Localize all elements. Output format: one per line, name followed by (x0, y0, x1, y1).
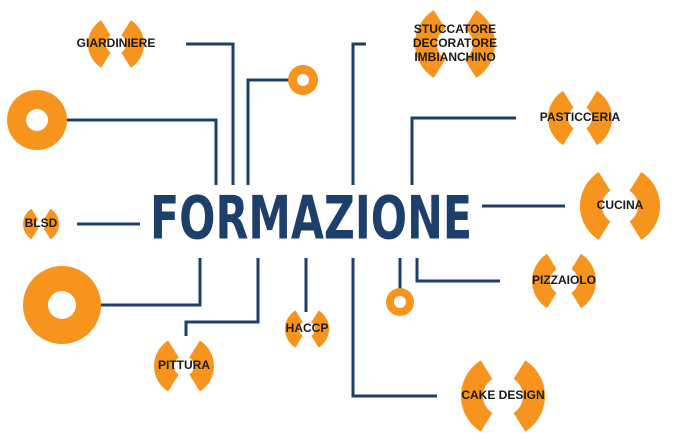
connector-giardiniere (186, 42, 235, 185)
bracket-right (311, 310, 329, 348)
connector-pasticceria (410, 116, 516, 185)
node-giardiniere: GIARDINIERE (77, 20, 156, 68)
node-label: IMBIANCHINO (414, 50, 495, 64)
node-label: HACCP (286, 321, 329, 335)
connector-lines (67, 42, 565, 398)
bracket-left (415, 10, 446, 78)
ring-small-top (288, 65, 318, 95)
connector-ring-left-bottom (100, 258, 202, 307)
bracket-right (571, 253, 596, 309)
bracket-right (189, 340, 215, 392)
bracket-right (464, 10, 496, 78)
bracket-left (22, 208, 39, 240)
node-pittura: PITTURA (153, 340, 215, 392)
decorative-rings (7, 65, 414, 344)
node-cucina: CUCINA (580, 172, 661, 240)
node-label: DECORATORE (413, 36, 497, 50)
diagram-title: FORMAZIONE (150, 184, 472, 254)
bracket-left (580, 172, 611, 240)
node-label: PASTICCERIA (540, 110, 621, 124)
node-pizzaiolo: PIZZAIOLO (532, 253, 596, 309)
ring-left-bottom (23, 266, 101, 344)
node-cake-design: CAKE DESIGN (460, 360, 545, 432)
skill-nodes: GIARDINIERE STUCCATOREDECORATOREIMBIANCHI… (22, 10, 661, 432)
bracket-right (629, 172, 661, 240)
node-label: STUCCATORE (414, 22, 496, 36)
ring-small-bottom (386, 288, 414, 316)
bracket-right (121, 20, 145, 68)
bracket-right (513, 360, 545, 432)
connector-stuccatore (351, 42, 366, 185)
bracket-left (548, 90, 574, 146)
node-blsd: BLSD (22, 208, 60, 240)
connector-pittura (184, 258, 260, 336)
bracket-left (153, 340, 179, 392)
node-label: PIZZAIOLO (532, 273, 596, 287)
bracket-left (532, 253, 557, 309)
bracket-right (586, 90, 612, 146)
connector-ring-left-top (67, 118, 218, 185)
connector-small-ring-top (246, 78, 290, 185)
node-label: BLSD (25, 216, 58, 230)
node-label: GIARDINIERE (77, 36, 156, 50)
bracket-left (460, 360, 493, 432)
node-pasticceria: PASTICCERIA (540, 90, 621, 146)
bracket-left (285, 310, 303, 348)
bracket-left (87, 20, 111, 68)
connector-pizzaiolo (415, 258, 500, 283)
bracket-right (43, 208, 60, 240)
node-label: CUCINA (597, 198, 644, 212)
ring-left-top (7, 90, 67, 150)
node-label: PITTURA (158, 358, 210, 372)
node-label: CAKE DESIGN (461, 388, 544, 402)
connector-cake-design (351, 258, 437, 398)
node-haccp: HACCP (285, 310, 329, 348)
